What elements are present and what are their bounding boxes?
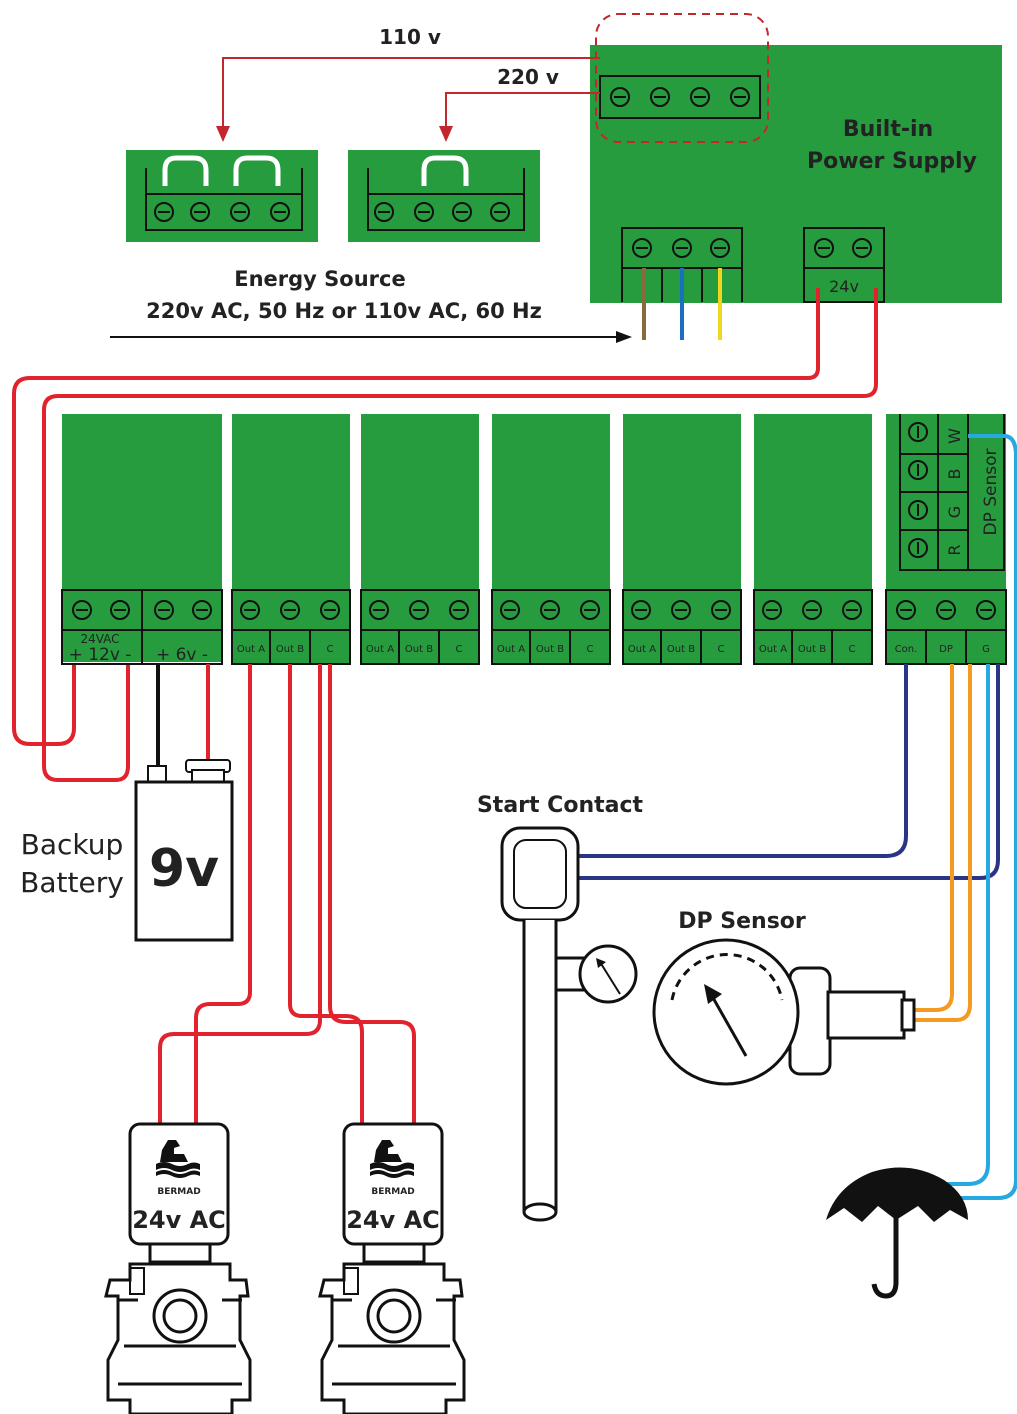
jumper-board-110v xyxy=(126,150,318,242)
start-contact xyxy=(500,826,638,1222)
umbrella-icon xyxy=(826,1167,968,1299)
arrow-220v xyxy=(445,92,600,128)
dp-r-label: R xyxy=(945,544,964,555)
dp-label: DP xyxy=(939,644,953,655)
out-b-label: Out B xyxy=(667,644,695,655)
module-dp: W B G R DP Sensor Con. DP G xyxy=(885,414,1007,665)
valve-1: BERMAD 24v AC xyxy=(104,1122,252,1414)
dp-orange-wire-1 xyxy=(914,664,954,1012)
module1-6v: + 6v - xyxy=(156,645,208,665)
backup-label-line1: Backup xyxy=(21,828,124,861)
valve1-wire-c xyxy=(158,664,322,1124)
dp-sensor xyxy=(652,938,916,1086)
valve2-wire-b xyxy=(288,664,364,1124)
valve2-voltage: 24v AC xyxy=(346,1206,440,1234)
out-a-label: Out A xyxy=(366,644,394,655)
module1-24vac: 24VAC xyxy=(80,632,119,646)
dp-g-side-label: G xyxy=(945,506,964,518)
module1-12v: + 12v - xyxy=(69,645,132,665)
module-power: 24VAC + 12v - + 6v - xyxy=(61,414,223,665)
rain-wire-1 xyxy=(930,434,1017,1200)
out-a-label: Out A xyxy=(759,644,787,655)
battery-label: 9v xyxy=(149,839,219,899)
module-out-2: Out A Out B C xyxy=(360,414,480,665)
voltage-select-highlight xyxy=(595,13,769,143)
out-c-label: C xyxy=(327,644,334,655)
out-b-label: Out B xyxy=(536,644,564,655)
energy-source-spec: 220v AC, 50 Hz or 110v AC, 60 Hz xyxy=(146,299,542,323)
bermad-logo xyxy=(156,1140,200,1178)
valve1-brand: BERMAD xyxy=(157,1187,200,1197)
out-b-label: Out B xyxy=(276,644,304,655)
out-c-label: C xyxy=(718,644,725,655)
out-b-label: Out B xyxy=(405,644,433,655)
valve2-brand: BERMAD xyxy=(371,1187,414,1197)
dp-orange-wire-2 xyxy=(914,664,972,1022)
valve2-wire-c xyxy=(328,664,416,1124)
start-contact-wire-1 xyxy=(576,664,908,858)
psu-24v-label: 24v xyxy=(829,277,859,296)
bermad-logo xyxy=(370,1140,414,1178)
valve1-voltage: 24v AC xyxy=(132,1206,226,1234)
supply-wire-2 xyxy=(42,288,878,782)
label-110v: 110 v xyxy=(379,25,441,49)
module-out-3: Out A Out B C xyxy=(491,414,611,665)
voltage-select-terminal xyxy=(599,75,761,119)
arrow-110v xyxy=(222,57,600,128)
rain-wire-2 xyxy=(930,664,990,1186)
out-c-label: C xyxy=(849,644,856,655)
dp-sensor-label: DP Sensor xyxy=(678,909,806,934)
module-out-4: Out A Out B C xyxy=(622,414,742,665)
module-out-1: Out A Out B C xyxy=(231,414,351,665)
start-contact-label: Start Contact xyxy=(477,793,644,818)
power-supply-board xyxy=(590,45,1002,303)
psu-24v-terminal: 24v xyxy=(803,227,885,303)
out-a-label: Out A xyxy=(497,644,525,655)
valve-2: BERMAD 24v AC xyxy=(318,1122,466,1414)
valve1-wire-a xyxy=(194,664,252,1124)
dp-sensor-side-label: DP Sensor xyxy=(981,448,1001,535)
backup-label-line2: Battery xyxy=(20,866,124,899)
psu-title-line1: Built-in xyxy=(843,117,933,142)
g-label: G xyxy=(982,644,990,655)
battery: 9v xyxy=(134,759,234,942)
start-contact-wire-2 xyxy=(576,664,1000,880)
module-out-5: Out A Out B C xyxy=(753,414,873,665)
label-220v: 220 v xyxy=(497,65,559,89)
psu-title-line2: Power Supply xyxy=(807,149,977,174)
energy-source-title: Energy Source xyxy=(234,267,405,291)
supply-wire-1 xyxy=(12,288,820,746)
out-a-label: Out A xyxy=(237,644,265,655)
out-c-label: C xyxy=(456,644,463,655)
jumper-board-220v xyxy=(348,150,540,242)
out-c-label: C xyxy=(587,644,594,655)
con-label: Con. xyxy=(895,644,918,655)
dp-w-label: W xyxy=(945,428,964,444)
out-b-label: Out B xyxy=(798,644,826,655)
dp-b-label: B xyxy=(945,469,964,480)
out-a-label: Out A xyxy=(628,644,656,655)
